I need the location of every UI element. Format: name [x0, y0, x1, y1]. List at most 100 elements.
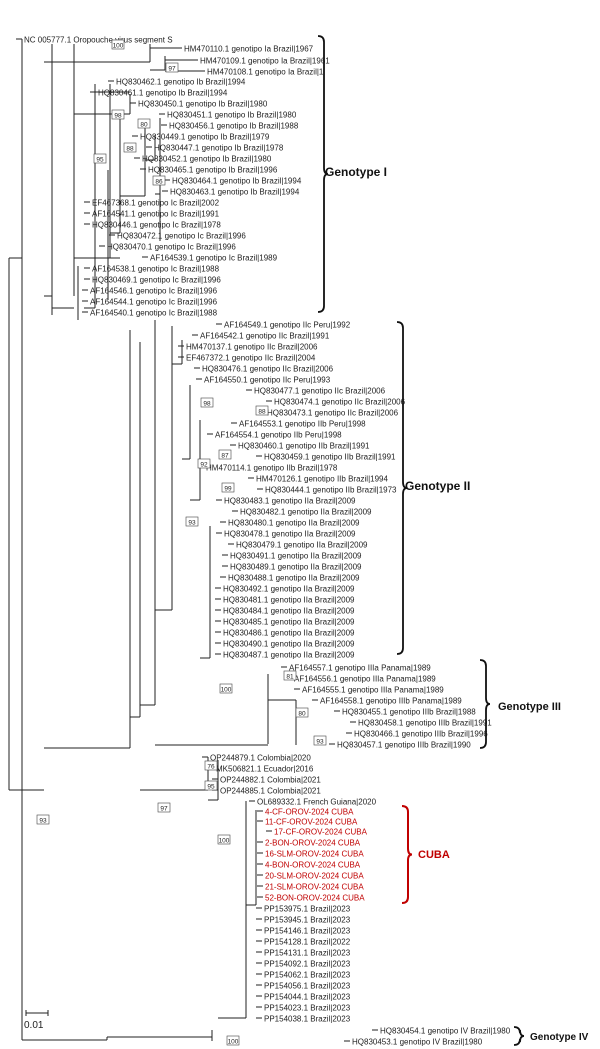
bootstrap-value: 100: [113, 43, 124, 50]
leaf-label: HQ830487.1 genotipo IIa Brazil|2009: [223, 651, 355, 660]
leaf-label: AF164554.1 genotipo IIb Peru|1998: [215, 431, 342, 440]
bootstrap-value: 86: [155, 179, 163, 186]
leaf-label: HQ830479.1 genotipo IIa Brazil|2009: [236, 541, 368, 550]
bootstrap-value: 88: [258, 409, 266, 416]
clade-label: Genotype II: [405, 479, 470, 493]
leaf-label: AF164541.1 genotipo Ic Brazil|1991: [92, 210, 220, 219]
leaf-label: OL689332.1 French Guiana|2020: [257, 798, 377, 807]
leaf-label: HQ830485.1 genotipo IIa Brazil|2009: [223, 618, 355, 627]
bootstrap-box: [218, 449, 232, 460]
leaf-label: PP153975.1 Brazil|2023: [264, 905, 351, 914]
bootstrap-value: 92: [200, 462, 208, 469]
leaf-label: 17-CF-OROV-2024 CUBA: [274, 828, 368, 837]
scale-bar: 0.01: [24, 1010, 49, 1031]
bootstrap-box: [93, 153, 107, 164]
leaf-label: HQ830481.1 genotipo IIa Brazil|2009: [223, 596, 355, 605]
leaf-labels: NC 005777.1 Oropouche virus segment S HM4…: [24, 36, 511, 1047]
bootstrap-value: 93: [316, 739, 324, 746]
clade-bracket: [401, 805, 413, 904]
bootstrap-box: [152, 175, 166, 186]
leaf-label: HQ830482.1 genotipo IIa Brazil|2009: [240, 508, 372, 517]
leaf-label: HQ830449.1 genotipo Ib Brazil|1979: [140, 133, 270, 142]
leaf-label: HQ830462.1 genotipo Ib Brazil|1994: [116, 78, 246, 87]
clade-label: Genotype I: [325, 165, 387, 179]
leaf-label: EF467368.1 genotipo Ic Brazil|2002: [92, 199, 220, 208]
bootstrap-value: 98: [203, 401, 211, 408]
bootstrap-box: [197, 458, 211, 469]
leaf-label: AF164550.1 genotipo IIc Peru|1993: [204, 376, 331, 385]
bootstrap-box: [111, 39, 125, 50]
leaf-label: HQ830464.1 genotipo Ib Brazil|1994: [172, 177, 302, 186]
clade-label: Genotype IV: [530, 1032, 589, 1043]
leaf-label: HQ830461.1 genotipo Ib Brazil|1994: [98, 89, 228, 98]
leaf-label: HQ830455.1 genotipo IIIb Brazil|1988: [342, 708, 476, 717]
bootstrap-box: [123, 142, 137, 153]
leaf-label: HQ830489.1 genotipo IIa Brazil|2009: [230, 563, 362, 572]
leaf-label: PP154044.1 Brazil|2023: [264, 993, 351, 1002]
leaf-label: HM470108.1 genotipo Ia Brazil|1: [207, 68, 324, 77]
leaf-label: HQ830454.1 genotipo IV Brazil|1980: [380, 1027, 511, 1036]
leaf-label: HQ830469.1 genotipo Ic Brazil|1996: [92, 276, 221, 285]
bootstrap-value: 97: [168, 66, 176, 73]
leaf-label: HQ830491.1 genotipo IIa Brazil|2009: [230, 552, 362, 561]
bootstrap-value: 100: [219, 838, 230, 845]
bootstrap-value: 98: [114, 113, 122, 120]
leaf-label: HQ830460.1 genotipo IIb Brazil|1991: [238, 442, 370, 451]
leaf-label: HQ830452.1 genotipo Ib Brazil|1980: [142, 155, 272, 164]
leaf-label: HQ830459.1 genotipo IIb Brazil|1991: [264, 453, 396, 462]
clade-bracket: [479, 659, 491, 749]
leaf-label: HQ830457.1 genotipo IIIb Brazil|1990: [337, 741, 471, 750]
leaf-label: OP244885.1 Colombia|2021: [220, 787, 321, 796]
bootstrap-box: [137, 118, 151, 129]
leaf-label: AF164557.1 genotipo IIIa Panama|1989: [289, 664, 431, 673]
bootstrap-value: 97: [160, 806, 168, 813]
bootstrap-box: [295, 707, 309, 718]
leaf-label: HQ830447.1 genotipo Ib Brazil|1978: [154, 144, 284, 153]
leaf-label: HQ830470.1 genotipo Ic Brazil|1996: [107, 243, 236, 252]
bootstrap-value: 81: [286, 674, 294, 681]
leaf-label: 16-SLM-OROV-2024 CUBA: [265, 850, 364, 859]
leaf-label: HM470114.1 genotipo IIb Brazil|1978: [206, 464, 338, 473]
leaf-label: 4-CF-OROV-2024 CUBA: [265, 808, 354, 817]
bootstrap-box: [283, 670, 297, 681]
bootstrap-value: 88: [126, 146, 134, 153]
leaf-label: MK506821.1 Ecuador|2016: [216, 765, 314, 774]
clade-bracket: [317, 35, 329, 313]
leaf-label: HQ830463.1 genotipo Ib Brazil|1994: [170, 188, 300, 197]
leaf-label: AF164538.1 genotipo Ic Brazil|1988: [92, 265, 220, 274]
leaf-label: HQ830483.1 genotipo IIa Brazil|2009: [224, 497, 356, 506]
bootstrap-value: 95: [96, 157, 104, 164]
leaf-label: HM470137.1 genotipo IIc Brazil|2006: [186, 343, 318, 352]
leaf-label: 11-CF-OROV-2024 CUBA: [265, 818, 358, 827]
leaf-label: NC 005777.1 Oropouche virus segment S: [24, 36, 173, 45]
leaf-label: HQ830477.1 genotipo IIc Brazil|2006: [254, 387, 386, 396]
leaf-label: AF164539.1 genotipo Ic Brazil|1989: [150, 254, 278, 263]
bootstrap-box: [111, 109, 125, 120]
leaf-label: PP154146.1 Brazil|2023: [264, 927, 351, 936]
scale-bar-label: 0.01: [24, 1020, 44, 1031]
bootstrap-box: [226, 1035, 240, 1046]
bootstrap-value: 87: [221, 453, 229, 460]
leaf-label: HQ830453.1 genotipo IV Brazil|1980: [352, 1038, 483, 1047]
bootstrap-box: [204, 780, 218, 791]
clade-label: CUBA: [418, 849, 450, 861]
leaf-label: HQ830484.1 genotipo IIa Brazil|2009: [223, 607, 355, 616]
bootstrap-value: 100: [228, 1039, 239, 1046]
bootstrap-value: 99: [224, 486, 232, 493]
bootstrap-value: 80: [298, 711, 306, 718]
leaf-label: HQ830446.1 genotipo Ic Brazil|1978: [92, 221, 221, 230]
leaf-label: 4-BON-OROV-2024 CUBA: [265, 861, 361, 870]
bootstrap-box: [185, 516, 199, 527]
leaf-label: 20-SLM-OROV-2024 CUBA: [265, 872, 364, 881]
leaf-label: 52-BON-OROV-2024 CUBA: [265, 894, 365, 903]
leaf-label: HM470109.1 genotipo Ia Brazil|1961: [200, 57, 330, 66]
bootstrap-box: [221, 482, 235, 493]
leaf-label: HQ830466.1 genotipo IIIb Brazil|1996: [354, 730, 488, 739]
bootstrap-box: [200, 397, 214, 408]
leaf-label: HQ830456.1 genotipo Ib Brazil|1988: [169, 122, 299, 131]
leaf-label: OP244882.1 Colombia|2021: [220, 776, 321, 785]
leaf-label: AF164546.1 genotipo Ic Brazil|1996: [90, 287, 218, 296]
bootstrap-box: [217, 834, 231, 845]
